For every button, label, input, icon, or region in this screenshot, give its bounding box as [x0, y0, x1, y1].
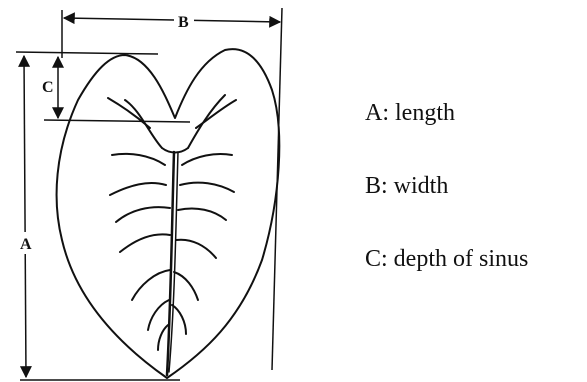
legend: A: length B: width C: depth of sinus: [365, 100, 528, 272]
vein-right-1: [181, 153, 233, 166]
vein-right-4: [175, 238, 217, 259]
vein-left-1: [111, 152, 166, 166]
vein-left-5: [131, 269, 171, 301]
vein-left-7: [157, 324, 169, 351]
a-dimension-letter: A: [20, 236, 32, 253]
b-dimension-letter: B: [178, 14, 189, 31]
a-extension-top: [15, 51, 159, 55]
a-arrow: [18, 54, 32, 379]
vein-left-6: [147, 299, 170, 331]
sinus-right-lobe: [187, 94, 226, 149]
b-letter-bg: [174, 10, 194, 30]
b-extension-right: [271, 7, 283, 371]
vein-left-3: [115, 206, 171, 223]
vein-upper-right: [195, 99, 237, 129]
vein-right-2: [179, 181, 235, 193]
leaf-drawing: [55, 48, 281, 379]
c-extension-bottom: [43, 119, 191, 123]
vein-right-5: [173, 271, 199, 301]
legend-width: B: width: [365, 173, 448, 199]
vein-left-4: [119, 233, 171, 253]
midrib: [165, 150, 176, 377]
c-letter-bg: [41, 75, 57, 97]
a-letter-bg: [18, 232, 36, 254]
b-arrow: [62, 12, 282, 28]
sinus-left-lobe: [124, 99, 163, 149]
vein-right-6: [171, 304, 187, 335]
vein-right-3: [177, 207, 227, 221]
leaf-outline: [55, 48, 281, 379]
midrib-shadow: [168, 151, 179, 373]
vein-left-2: [109, 182, 167, 196]
legend-length: A: length: [365, 100, 455, 126]
legend-sinus-depth: C: depth of sinus: [365, 246, 528, 272]
dimension-lines: [15, 7, 283, 381]
c-dimension-letter: C: [42, 79, 54, 96]
vein-upper-left: [107, 97, 151, 129]
